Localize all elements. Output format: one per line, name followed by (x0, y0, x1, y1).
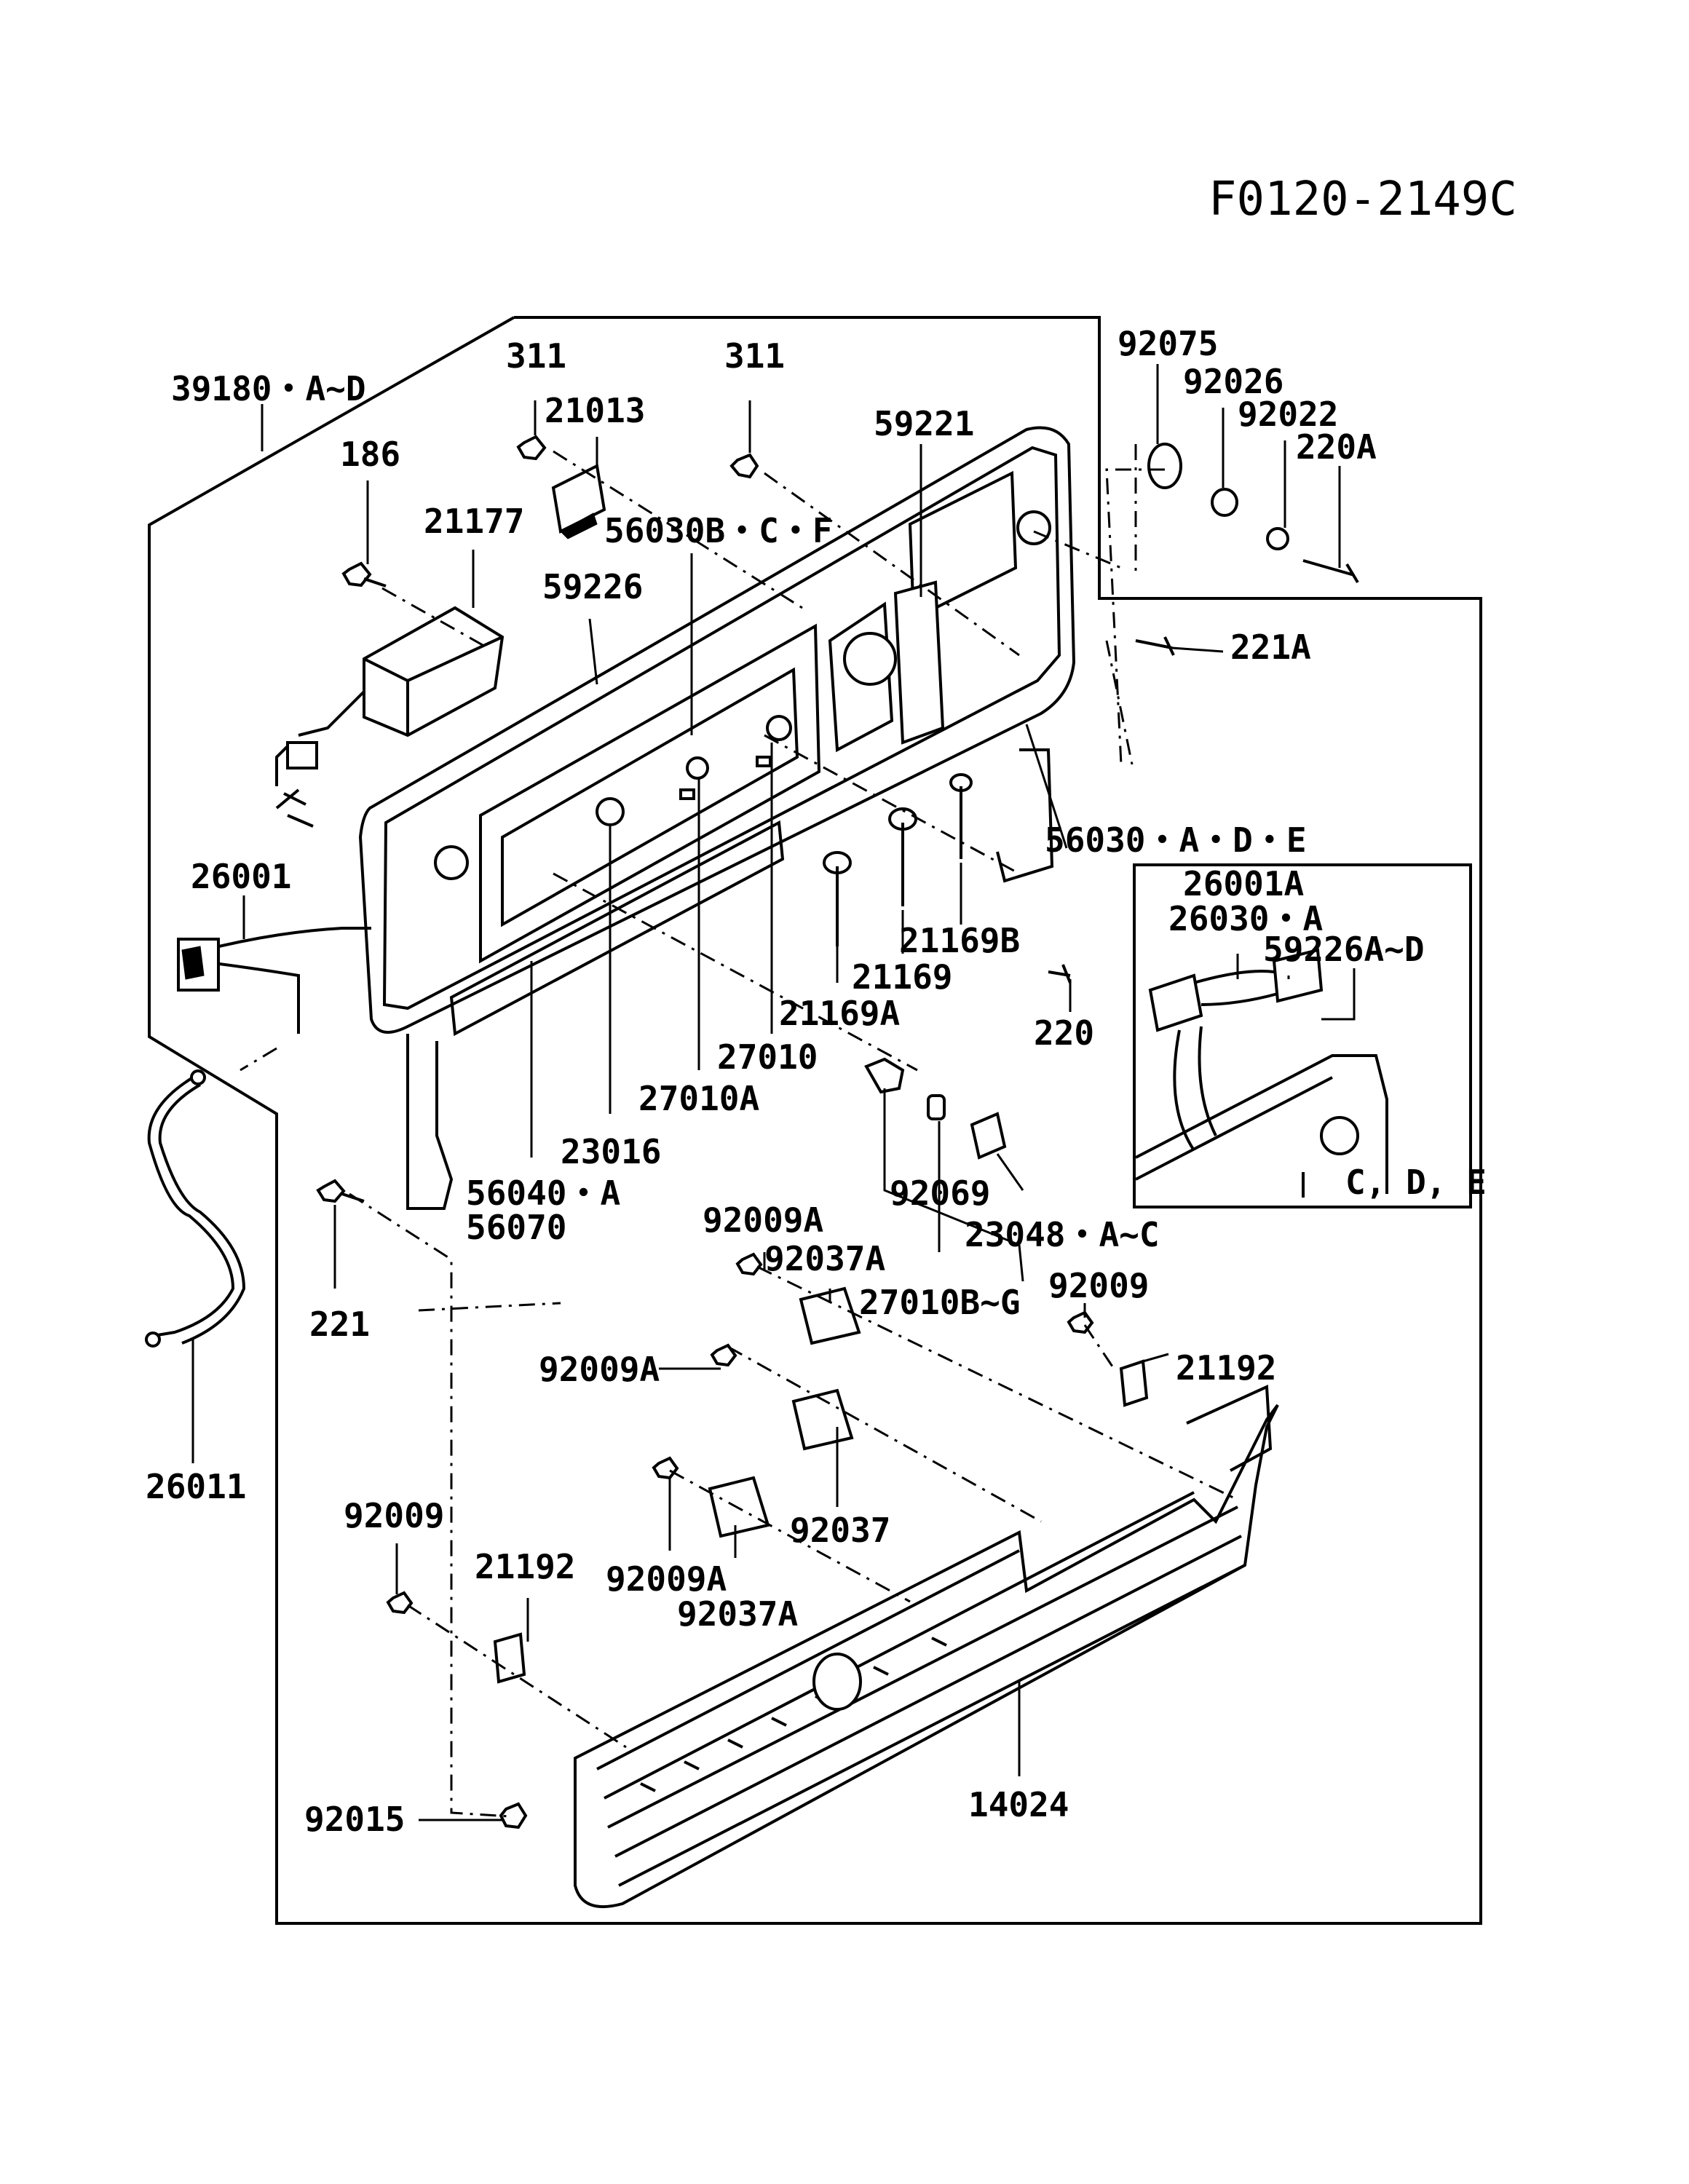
label-220a: 220A (1296, 427, 1377, 467)
label-92026: 92026 (1183, 362, 1283, 401)
label-23016: 23016 (561, 1132, 661, 1171)
wiring-harness (177, 927, 371, 1034)
label-21013: 21013 (545, 391, 645, 430)
document-id: F0120-2149C (1209, 173, 1517, 226)
label-92037: 92037 (790, 1511, 890, 1550)
label-27010: 27010 (717, 1037, 818, 1077)
dashed-guides (240, 444, 1238, 1818)
label-56030ade: 56030・A・D・E (1045, 820, 1307, 860)
label-92009-right: 92009 (1048, 1266, 1149, 1305)
label-26001a: 26001A (1183, 864, 1304, 903)
label-14024: 14024 (968, 1785, 1069, 1824)
label-26030a: 26030・A (1168, 899, 1323, 938)
front-grille (574, 1384, 1279, 1909)
label-92015: 92015 (304, 1800, 405, 1839)
label-21169a: 21169A (779, 994, 900, 1033)
label-92009a-top: 92009A (703, 1200, 823, 1240)
label-92009-left: 92009 (344, 1496, 444, 1535)
label-186: 186 (340, 435, 400, 474)
label-56030bcf: 56030B・C・F (604, 511, 833, 550)
label-56040a: 56040・A (466, 1174, 620, 1213)
label-220: 220 (1034, 1013, 1094, 1053)
label-23048: 23048・A~C (965, 1215, 1160, 1254)
label-27010a: 27010A (638, 1079, 759, 1118)
label-21177: 21177 (424, 502, 524, 541)
label-221a: 221A (1230, 628, 1311, 667)
inset-frame (1133, 863, 1472, 1208)
inset-drawing (1135, 948, 1388, 1198)
label-27010bg: 27010B~G (859, 1283, 1021, 1322)
label-21169b: 21169B (899, 921, 1020, 960)
assembly-boundary (148, 316, 1482, 1925)
inset-caption: C, D, E (1345, 1163, 1487, 1202)
hardware-stack (1135, 443, 1359, 656)
label-311-left: 311 (506, 336, 566, 376)
small-switch (551, 464, 606, 539)
label-92022: 92022 (1238, 395, 1338, 434)
label-26001: 26001 (191, 857, 291, 896)
controller-box (275, 606, 505, 828)
label-59221: 59221 (874, 404, 974, 443)
label-92037a-low: 92037A (677, 1594, 798, 1634)
label-92037a-top: 92037A (764, 1239, 885, 1278)
label-21192-left: 21192 (475, 1547, 575, 1586)
label-59226: 59226 (542, 567, 643, 606)
label-221: 221 (309, 1305, 370, 1344)
leader-lines (191, 364, 1356, 1821)
label-39180: 39180・A~D (171, 369, 366, 408)
label-92009a-low: 92009A (606, 1559, 727, 1599)
fasteners-upper (316, 435, 1072, 1203)
label-26011: 26011 (146, 1467, 246, 1506)
label-92009a-mid: 92009A (539, 1350, 660, 1389)
cable (145, 1069, 246, 1348)
label-92075: 92075 (1118, 324, 1218, 363)
label-92069: 92069 (890, 1174, 990, 1213)
label-56070: 56070 (466, 1208, 566, 1247)
label-21169: 21169 (852, 957, 952, 997)
control-panel (358, 426, 1076, 1210)
label-311-right: 311 (724, 336, 785, 376)
label-59226ad: 59226A~D (1263, 930, 1425, 969)
label-21192-right: 21192 (1176, 1348, 1276, 1388)
lamp-parts (864, 1057, 1007, 1160)
